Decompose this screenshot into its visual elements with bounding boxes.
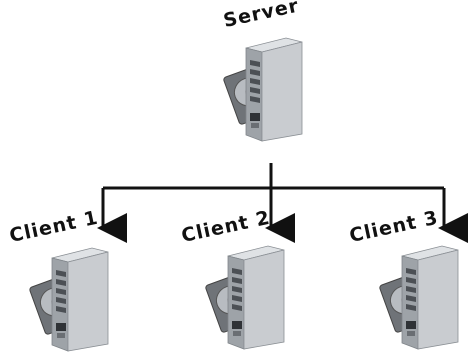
client-3-computer-icon xyxy=(378,245,459,350)
client-1-computer-icon xyxy=(28,247,109,352)
server-tower-icon xyxy=(222,37,303,142)
connector-lines xyxy=(97,163,468,243)
client-2-computer-icon xyxy=(204,245,285,350)
